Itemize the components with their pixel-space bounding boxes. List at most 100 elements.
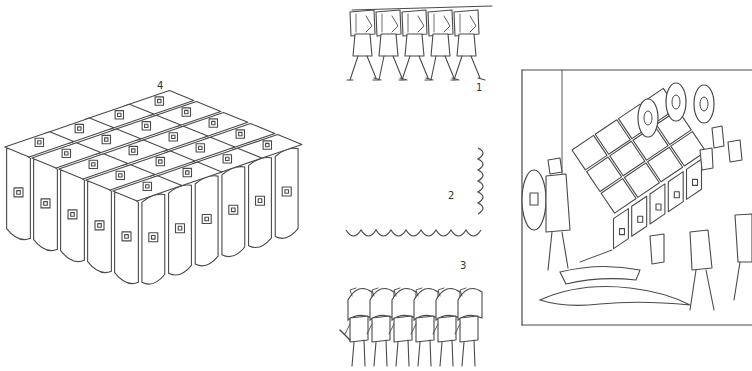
boss-center (285, 190, 289, 194)
back-shield (392, 288, 416, 320)
boss-center (118, 113, 121, 116)
roof-shield (59, 154, 128, 179)
relief-panel (522, 70, 752, 325)
spear-line (352, 6, 492, 10)
soldier-body (735, 214, 752, 262)
shield-boss (129, 146, 137, 154)
shield-rim (408, 14, 409, 32)
shield-boss (41, 199, 50, 208)
shield-rim (382, 14, 383, 32)
roof-shield (86, 165, 155, 190)
boss-center (132, 149, 135, 152)
fallen-body (540, 287, 690, 306)
shield-boss (122, 232, 131, 241)
leg (445, 56, 454, 78)
shield-boss (183, 168, 191, 176)
arm (392, 16, 398, 32)
shield-boss (155, 97, 163, 105)
tunic (438, 316, 456, 342)
shield-boss (62, 149, 70, 157)
shield-boss (229, 205, 238, 214)
boss-center (119, 174, 122, 177)
hanging-shield (632, 196, 647, 236)
boss-center (78, 127, 81, 130)
side-shield (169, 185, 192, 275)
foot (347, 79, 353, 80)
shield-boss (256, 196, 265, 205)
round-shield-boss (644, 111, 652, 125)
shield-rim (356, 14, 357, 32)
leg (548, 232, 552, 270)
leg (402, 56, 410, 80)
back-shield (458, 288, 482, 320)
scallop-right (478, 148, 483, 214)
shield-boss (149, 233, 158, 242)
round-shield-boss (700, 97, 708, 111)
side-shield (88, 182, 112, 273)
defender (700, 148, 713, 170)
soldier-body (650, 234, 664, 264)
leg (350, 56, 358, 80)
shield-boss (674, 192, 679, 198)
round-shield (638, 99, 658, 137)
boss-center (125, 235, 129, 239)
round-shield (666, 83, 686, 121)
shield-boss (116, 171, 124, 179)
overhead-shield (402, 10, 427, 36)
marching-soldiers (347, 6, 492, 80)
shield-boss (282, 187, 291, 196)
boss-center (186, 171, 189, 174)
roof-shield (5, 132, 74, 157)
arm (455, 324, 460, 334)
boss-center (185, 110, 188, 113)
side-shield (7, 149, 31, 240)
tunic (353, 34, 372, 56)
shield-boss (196, 144, 204, 152)
crouching-soldiers (340, 288, 482, 366)
tunic (372, 316, 390, 342)
roof-shield (113, 176, 182, 201)
shield-boss (142, 122, 150, 130)
arm (350, 288, 356, 296)
side-shield (249, 157, 272, 247)
leg (734, 262, 740, 300)
side-shield (34, 160, 58, 251)
foot (426, 78, 433, 80)
boss-center (38, 141, 41, 144)
back-shield (348, 288, 372, 320)
overhead-shield (454, 10, 479, 36)
tunic (457, 34, 476, 56)
arm (418, 16, 424, 32)
leg (379, 56, 384, 80)
boss-center (98, 224, 102, 228)
foot (374, 78, 381, 80)
testudo-block (5, 91, 302, 285)
shield-boss (143, 182, 151, 190)
side-shield (195, 176, 218, 266)
shield-boss (68, 210, 77, 219)
leg (562, 232, 568, 268)
boss-center (205, 217, 209, 221)
boss-center (44, 202, 48, 206)
shield-boss (620, 229, 625, 235)
arm (438, 288, 444, 296)
leg (393, 56, 402, 78)
back-shield (414, 288, 438, 320)
hanging-shield (650, 184, 665, 224)
back-shield (370, 288, 394, 320)
shield-boss (209, 119, 217, 127)
defender (712, 126, 724, 148)
soldier-body (546, 174, 570, 232)
callout-number: 2 (448, 190, 454, 202)
side-shield (115, 193, 139, 284)
boss-center (239, 132, 242, 135)
shield-rim (460, 14, 461, 32)
shield-boss (102, 135, 110, 143)
callout-number: 1 (476, 82, 482, 94)
boss-center (146, 185, 149, 188)
foot (452, 78, 459, 80)
shield-boss (176, 224, 185, 233)
foot (478, 78, 485, 80)
